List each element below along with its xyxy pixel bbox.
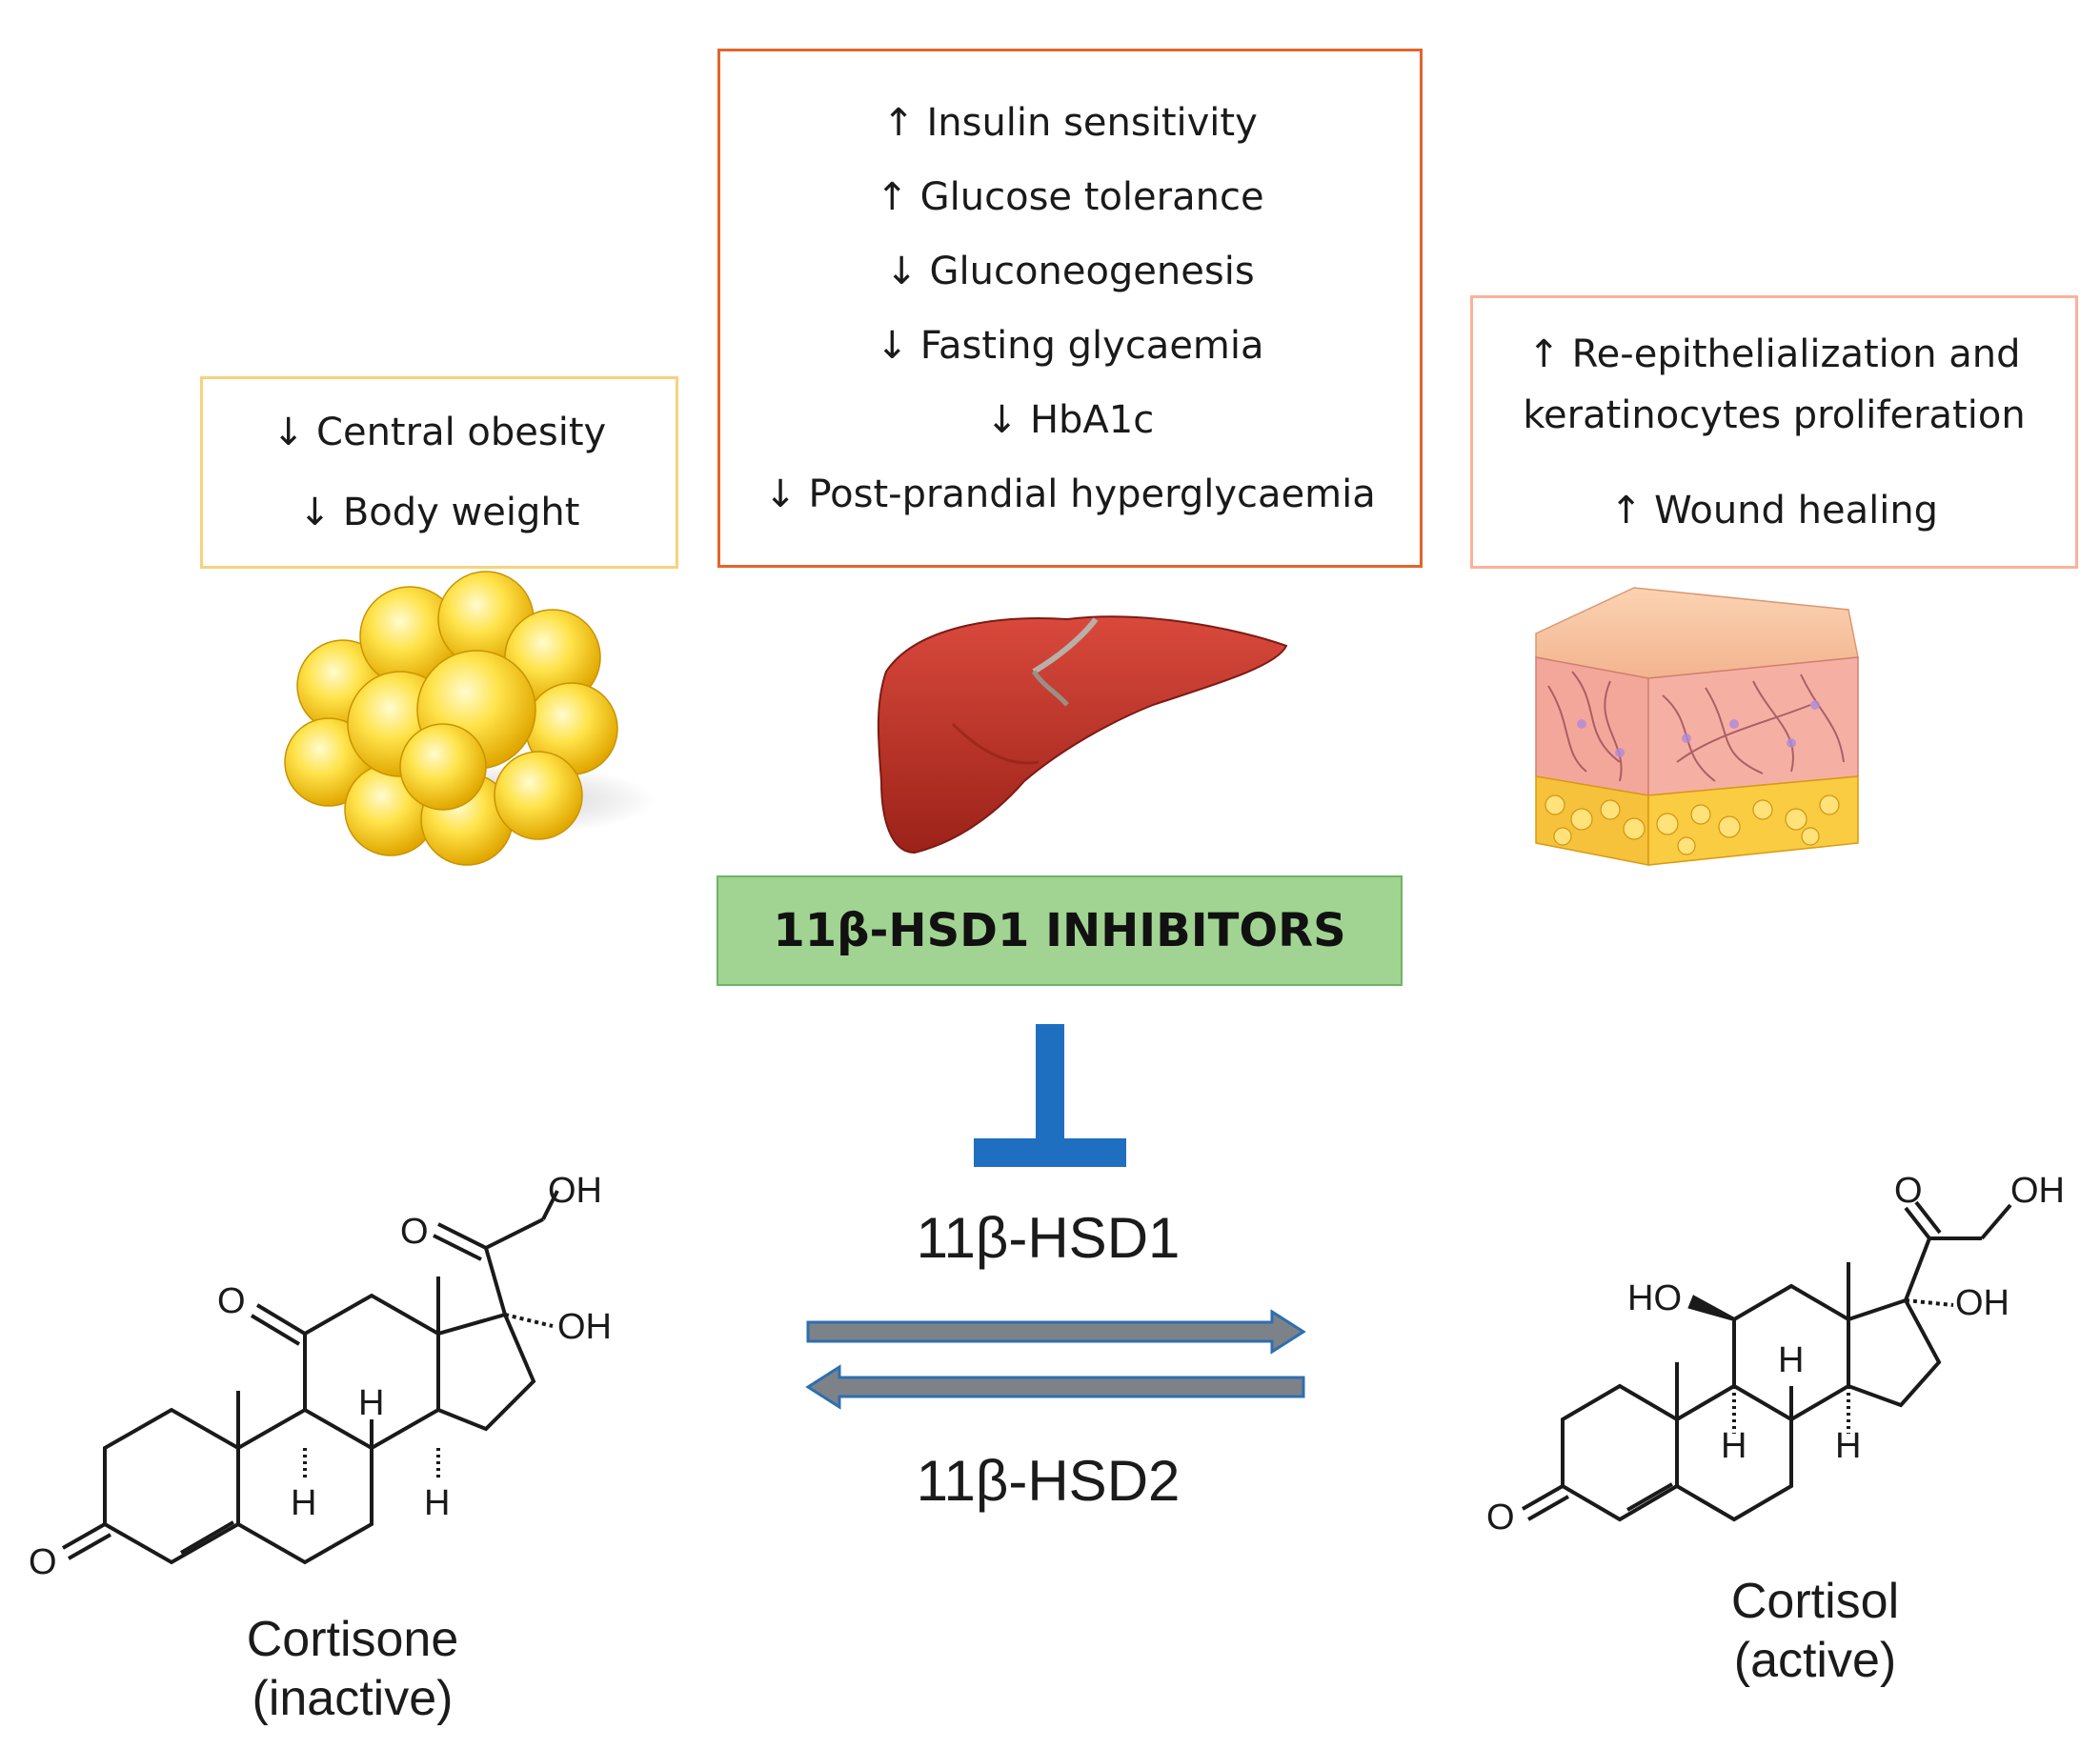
cortisone-caption: Cortisone (inactive) (172, 1610, 534, 1729)
liver-icon (877, 615, 1288, 854)
cortisol-state: (active) (1733, 1633, 1897, 1689)
skin-effect-keratinocytes: keratinocytes proliferation (1523, 392, 2026, 437)
cortisol-o-3: O (1486, 1498, 1515, 1538)
cortisone-oh-top: OH (548, 1171, 602, 1211)
inhibition-bar-icon (974, 1024, 1126, 1167)
cortisone-atom-labels: OH O OH O O H H H (29, 1171, 612, 1582)
liver-effect-gluconeogenesis: ↓ Gluconeogenesis (885, 249, 1255, 293)
cortisone-state: (inactive) (252, 1671, 454, 1727)
liver-effect-hba1c: ↓ HbA1c (985, 397, 1155, 442)
cortisone-oh-side: OH (557, 1307, 612, 1347)
cortisol-o-ketone: O (1894, 1171, 1923, 1211)
liver-effects-box: ↑ Insulin sensitivity ↑ Glucose toleranc… (717, 49, 1423, 568)
skin-effects-box: ↑ Re-epithelialization and keratinocytes… (1470, 295, 2078, 569)
inhibitors-label: 11β-HSD1 INHIBITORS (773, 904, 1346, 957)
cortisol-name: Cortisol (1730, 1574, 1900, 1629)
inhibitors-label-box: 11β-HSD1 INHIBITORS (717, 875, 1403, 986)
cortisol-caption: Cortisol (active) (1634, 1572, 1996, 1691)
adipose-effects-box: ↓ Central obesity ↓ Body weight (200, 376, 678, 569)
cortisone-h2: H (358, 1383, 384, 1423)
cortisone-o-11: O (217, 1281, 246, 1321)
cortisol-h1: H (1721, 1426, 1747, 1466)
cortisol-h3: H (1835, 1426, 1861, 1466)
cortisone-name: Cortisone (246, 1612, 459, 1667)
liver-effect-postprandial: ↓ Post-prandial hyperglycaemia (764, 472, 1376, 516)
adipose-tissue-icon (284, 571, 657, 866)
cortisone-h3: H (424, 1483, 450, 1523)
liver-effect-insulin-sensitivity: ↑ Insulin sensitivity (882, 100, 1258, 145)
liver-effect-glucose-tolerance: ↑ Glucose tolerance (876, 174, 1264, 219)
skin-effect-reepithelialization: ↑ Re-epithelialization and (1527, 332, 2021, 376)
cortisone-o-ketone: O (400, 1212, 429, 1252)
skin-icon (1535, 587, 1859, 866)
cortisone-structure (62, 1190, 559, 1565)
cortisone-h1: H (291, 1483, 316, 1523)
cortisone-o-3: O (29, 1542, 57, 1582)
cortisol-oh-side: OH (1955, 1283, 2009, 1323)
cortisol-oh-top: OH (2010, 1171, 2065, 1211)
adipose-effect-central-obesity: ↓ Central obesity (272, 411, 607, 454)
cortisol-ho-11: HO (1627, 1278, 1682, 1318)
skin-effect-wound-healing: ↑ Wound healing (1609, 488, 1939, 533)
liver-effect-fasting-glycaemia: ↓ Fasting glycaemia (876, 323, 1264, 368)
reverse-arrow-icon (805, 1364, 1305, 1410)
enzyme-hsd2-label: 11β-HSD2 (916, 1449, 1181, 1513)
cortisol-structure (1522, 1200, 2012, 1522)
cortisol-h2: H (1778, 1340, 1804, 1380)
adipose-effect-body-weight: ↓ Body weight (298, 491, 580, 534)
enzyme-hsd1-label: 11β-HSD1 (916, 1206, 1181, 1270)
cortisol-atom-labels: O OH OH HO O H H H (1486, 1171, 2065, 1538)
forward-arrow-icon (806, 1309, 1306, 1355)
